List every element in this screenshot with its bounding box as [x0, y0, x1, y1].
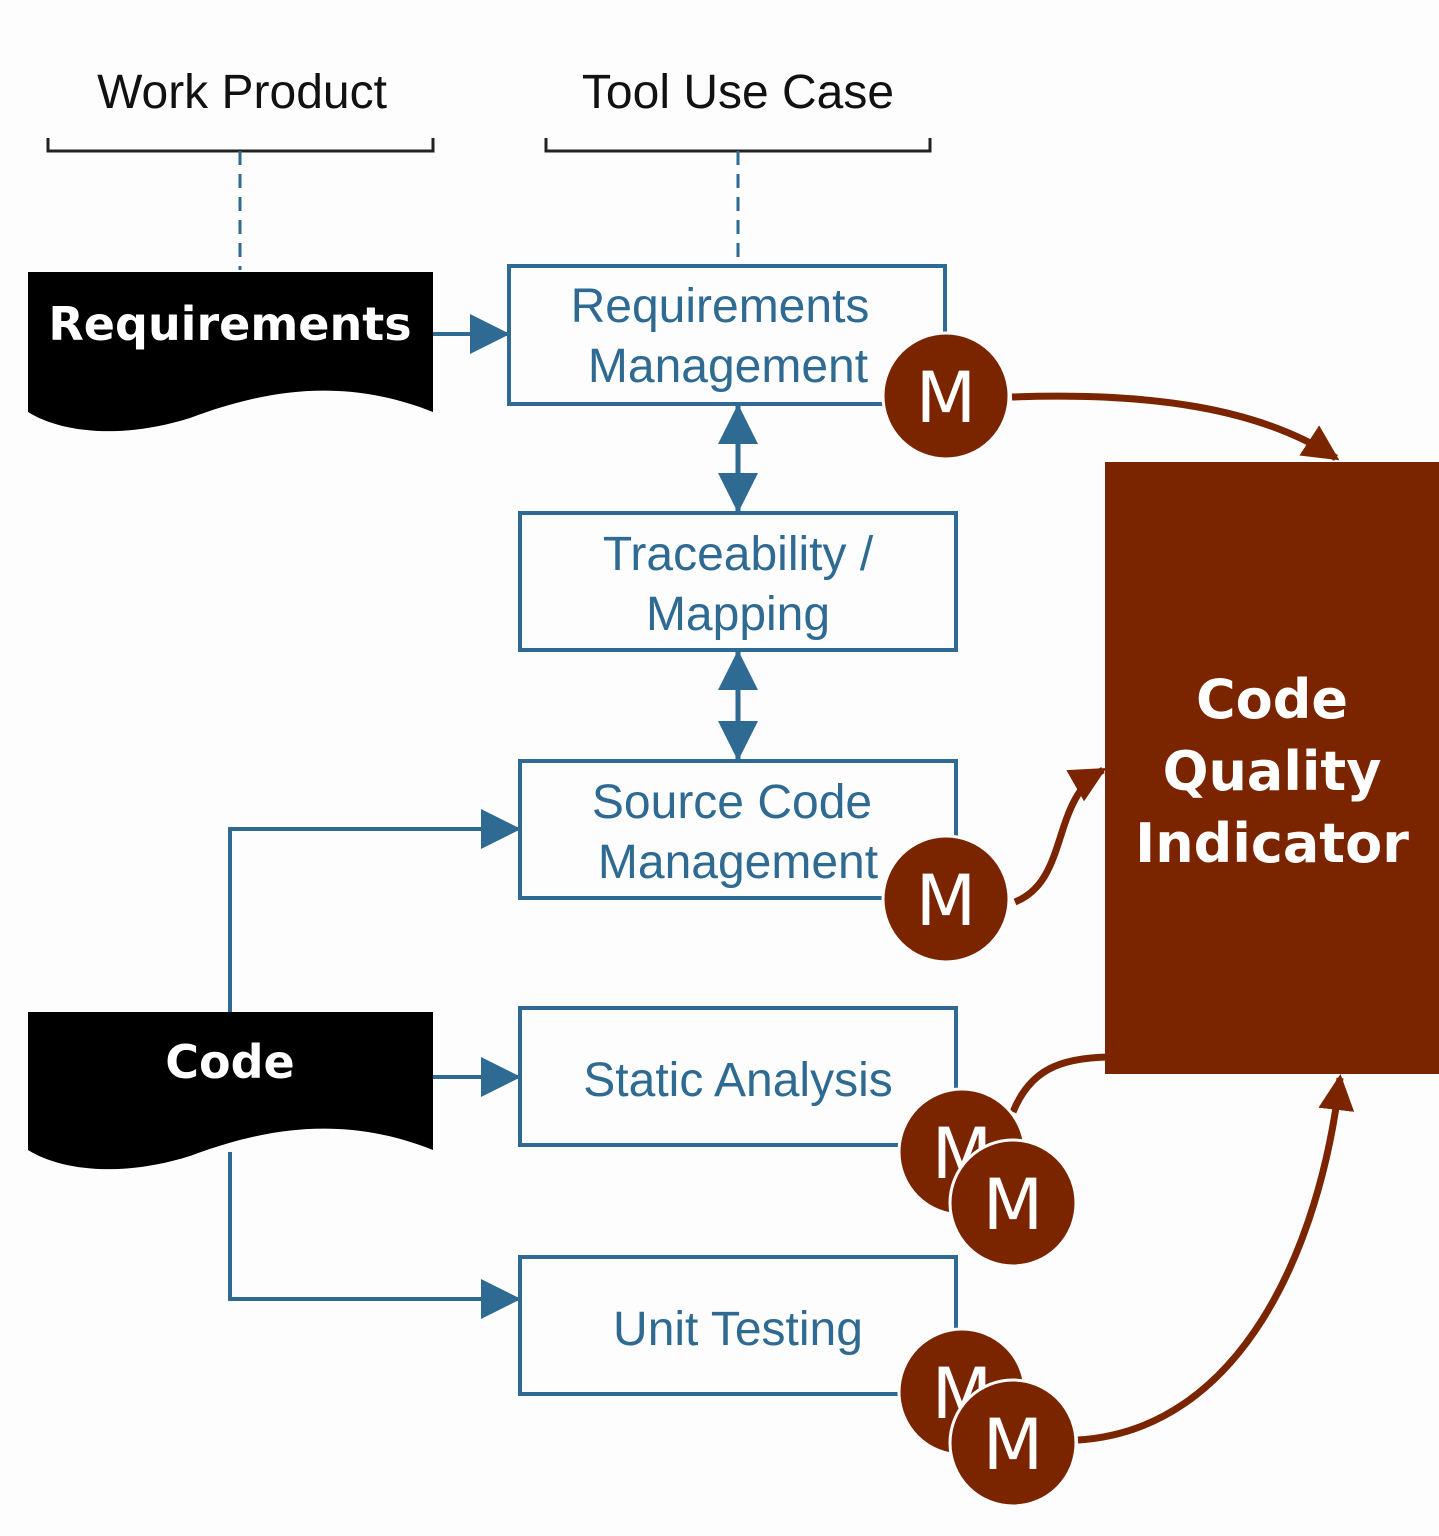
metric-badge-unit-testing-front: M — [948, 1378, 1078, 1508]
tool-use-case-label: Tool Use Case — [582, 66, 894, 119]
metric-badge-reqmgmt: M — [881, 331, 1011, 461]
box-unit-testing-label: Unit Testing — [613, 1303, 863, 1356]
metric-badge-scm: M — [881, 834, 1011, 964]
doc-code: Code — [28, 1012, 433, 1170]
doc-code-shape — [28, 1012, 433, 1170]
doc-code-label: Code — [165, 1035, 295, 1089]
work-product-label: Work Product — [97, 66, 387, 119]
metric-badge-scm-circle — [881, 834, 1011, 964]
metric-badge-unit-testing-front-circle — [948, 1378, 1078, 1508]
box-traceability-line1: Traceability / — [603, 528, 874, 581]
cqi-line3: Indicator — [1135, 812, 1409, 875]
tool-use-case-bracket — [544, 138, 932, 153]
box-requirements-management: Requirements Management — [507, 264, 947, 406]
box-traceability-line2: Mapping — [646, 588, 830, 641]
arrow-code-to-unit-testing — [228, 1152, 521, 1319]
box-traceability-frame — [518, 511, 958, 652]
metric-badge-static-analysis-front-circle — [948, 1138, 1078, 1268]
code-quality-indicator: Code Quality Indicator — [1105, 462, 1439, 1074]
box-scm-line2: Management — [598, 836, 878, 889]
box-static-analysis-label: Static Analysis — [583, 1054, 892, 1107]
cqi-line2: Quality — [1163, 740, 1382, 803]
box-unit-testing-frame — [518, 1255, 958, 1396]
doc-requirements-shape — [28, 272, 433, 432]
header-work-product: Work Product — [46, 66, 435, 270]
metric-arrow-reqmgmt — [1011, 392, 1340, 461]
header-tool-use-case: Tool Use Case — [544, 66, 932, 264]
metric-arrow-scm — [1013, 766, 1107, 906]
doc-requirements: Requirements — [28, 272, 433, 432]
metric-badge-unit-testing-front-label: M — [983, 1404, 1043, 1486]
box-unit-testing: Unit Testing — [518, 1255, 958, 1396]
metric-badge-static-analysis-front-label: M — [983, 1164, 1043, 1246]
box-scm-line1: Source Code — [592, 776, 872, 829]
box-static-analysis: Static Analysis — [518, 1006, 958, 1147]
metric-badge-static-analysis-front: M — [948, 1138, 1078, 1268]
metric-arrow-static-analysis — [1009, 1053, 1109, 1114]
metric-badge-scm-label: M — [916, 860, 976, 942]
box-source-code-management: Source Code Management — [518, 759, 958, 900]
metric-arrow-unit-testing — [1077, 1074, 1355, 1444]
cqi-line1: Code — [1196, 668, 1348, 731]
metric-badge-reqmgmt-circle — [881, 331, 1011, 461]
blue-connectors — [228, 314, 758, 1319]
box-requirements-management-line2: Management — [588, 340, 868, 393]
box-static-analysis-frame — [518, 1006, 958, 1147]
code-quality-indicator-box — [1105, 462, 1439, 1074]
box-requirements-management-line1: Requirements — [571, 280, 870, 333]
metric-arrows — [1009, 392, 1355, 1444]
box-traceability: Traceability / Mapping — [518, 511, 958, 652]
work-product-bracket — [46, 138, 435, 153]
box-requirements-management-frame — [507, 264, 947, 406]
metric-badge-reqmgmt-label: M — [916, 357, 976, 439]
doc-requirements-label: Requirements — [48, 297, 411, 351]
box-scm-frame — [518, 759, 958, 900]
arrow-code-to-scm — [228, 809, 521, 1012]
